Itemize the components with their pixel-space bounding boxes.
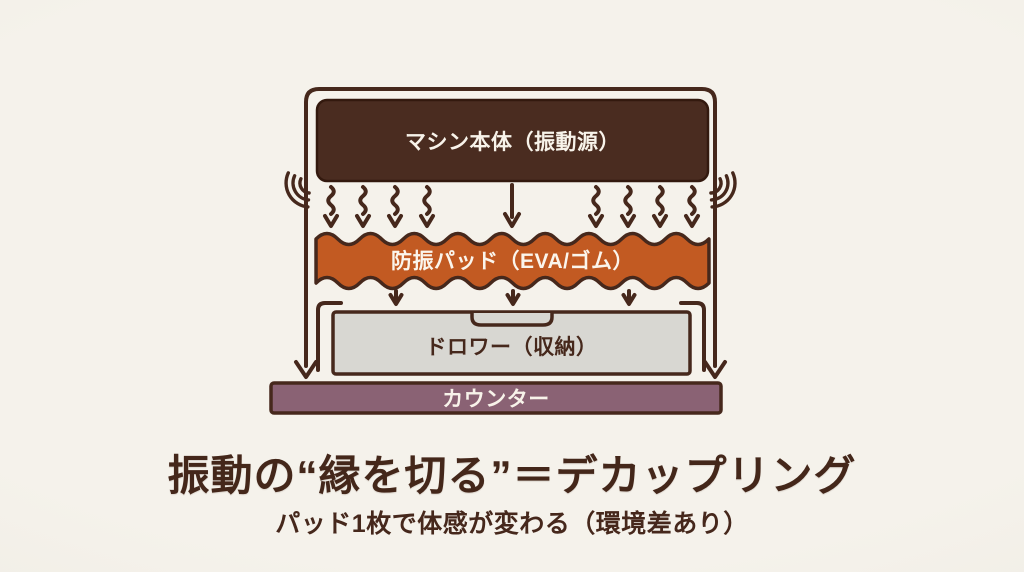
damped-arrowhead (621, 293, 637, 306)
flanking-arrowhead-right (703, 360, 727, 379)
vibration-wave-arrow (422, 185, 432, 216)
counter-bar (269, 381, 723, 415)
vibration-wave-arrows (323, 185, 700, 228)
vibration-arc-icon (709, 177, 723, 195)
vibration-wave-arrow (591, 185, 601, 216)
vibration-wave-arrowhead (652, 214, 668, 228)
vibration-arc-icon (710, 171, 737, 209)
vibration-wave-arrow (655, 185, 665, 216)
vibration-wave-arrow (623, 185, 633, 216)
machine-box (315, 98, 710, 183)
vibration-arc-icon (709, 174, 730, 202)
damped-arrowhead (505, 293, 521, 306)
cabinet-bracket-left (316, 301, 343, 372)
vibration-arc-icon (284, 171, 310, 209)
vibration-wave-arrowhead (355, 214, 371, 228)
transmission-arrow (503, 183, 521, 228)
drawer-box (331, 310, 692, 376)
vibration-wave-arrowhead (684, 214, 700, 228)
pad-shape (314, 231, 711, 291)
caption-title: 振動の“縁を切る”＝デカップリング (167, 452, 857, 499)
vibration-wave-arrowhead (419, 214, 435, 228)
vibration-arcs (284, 171, 737, 209)
vibration-arc-icon (298, 177, 311, 195)
vibration-wave-arrow (687, 185, 697, 216)
caption-subtitle: パッド1枚で体感が変わる（環境差あり） (275, 510, 749, 538)
transmission-arrow-head (503, 212, 521, 228)
vibration-arc-icon (291, 174, 311, 202)
drawer-handle (470, 313, 554, 327)
cabinet-bracket-right (679, 301, 706, 372)
damped-arrows (388, 289, 637, 306)
vibration-wave-arrowhead (323, 214, 339, 228)
flanking-frame-outline (304, 87, 717, 368)
vibration-wave-arrowhead (387, 214, 403, 228)
damped-arrowhead (388, 293, 404, 306)
vibration-wave-arrow (358, 185, 368, 216)
vibration-wave-arrow (326, 185, 336, 216)
vibration-wave-arrowhead (620, 214, 636, 228)
vibration-wave-arrow (390, 185, 400, 216)
flanking-path (294, 87, 727, 379)
flanking-arrowhead-left (294, 360, 318, 379)
vibration-wave-arrowhead (588, 214, 604, 228)
